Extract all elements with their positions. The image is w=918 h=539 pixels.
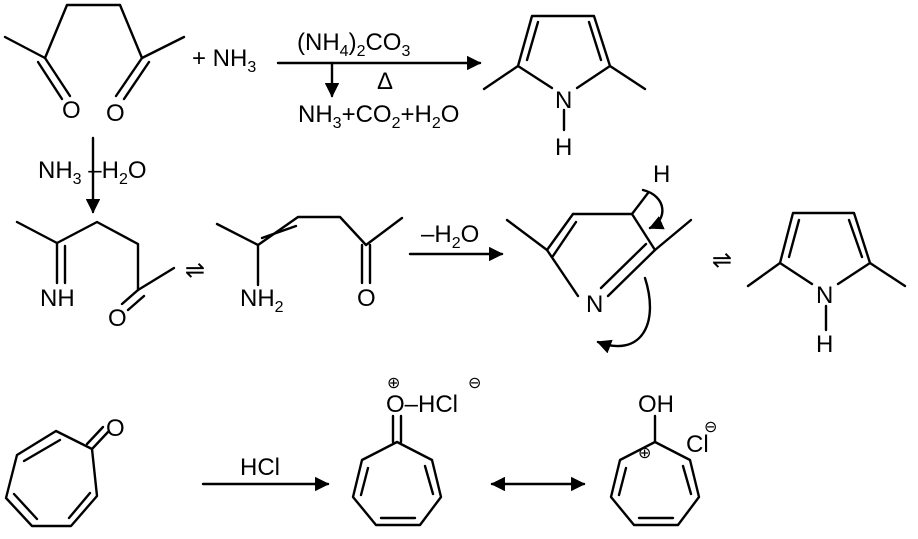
condition-step1: NH3 –H2O	[38, 157, 147, 188]
oxonium-positive-charge: ⊕	[387, 375, 400, 392]
dimethylpyrrole-product-2: N H	[746, 211, 907, 358]
dimethylpyrrole-product-1: N H	[482, 14, 647, 161]
chloride-charge: ⊖	[704, 419, 717, 436]
imine-intermediate: NH O	[15, 220, 176, 332]
tropone-oxygen: O	[106, 415, 125, 442]
protonated-tropone: O–HCl ⊕ ⊖	[351, 375, 481, 527]
hexanedione-structure: O O	[3, 3, 186, 127]
equilibrium-arrow-1: ⇌	[185, 257, 205, 284]
tropone-structure: O	[4, 415, 125, 528]
condition-step2: –H2O	[421, 221, 479, 252]
chloride-counterion: Cl	[686, 431, 709, 458]
imine-oxygen: O	[108, 305, 127, 332]
migrating-hydrogen: H	[653, 161, 670, 188]
enamine-intermediate: NH2 O	[215, 215, 404, 316]
pyrrole-hydrogen-2: H	[816, 331, 833, 358]
byproducts: NH3+CO2+H2O	[298, 101, 459, 132]
cyclization-nitrogen: N	[586, 291, 603, 318]
oxonium-label: O–HCl	[386, 391, 458, 418]
hydroxytropylium: OH Cl ⊖ ⊕	[609, 391, 717, 527]
diketone-oxygen-2: O	[106, 100, 125, 127]
enamine-oxygen: O	[357, 285, 376, 312]
reagent-ammonia: + NH3	[192, 45, 256, 76]
equilibrium-arrow-2: ⇌	[712, 247, 732, 274]
imine-nitrogen: NH	[40, 285, 75, 312]
pyrrole-nitrogen-2: N	[816, 282, 833, 309]
condition-ammonium-carbonate: (NH4)2CO3	[297, 29, 410, 60]
pyrrole-nitrogen-1: N	[555, 87, 572, 114]
pyrrole-hydrogen-1: H	[555, 134, 572, 161]
condition-heat: Δ	[377, 68, 393, 95]
reagent-hcl: HCl	[240, 454, 280, 481]
chloride-negative-charge: ⊖	[468, 375, 481, 392]
diketone-oxygen-1: O	[62, 97, 81, 124]
hydroxyl-group: OH	[638, 391, 674, 418]
paal-knorr-arrow	[276, 55, 482, 98]
enamine-nitrogen: NH2	[240, 285, 284, 316]
cyclization-intermediate: H N	[505, 161, 693, 354]
ring-positive-charge: ⊕	[638, 445, 651, 462]
